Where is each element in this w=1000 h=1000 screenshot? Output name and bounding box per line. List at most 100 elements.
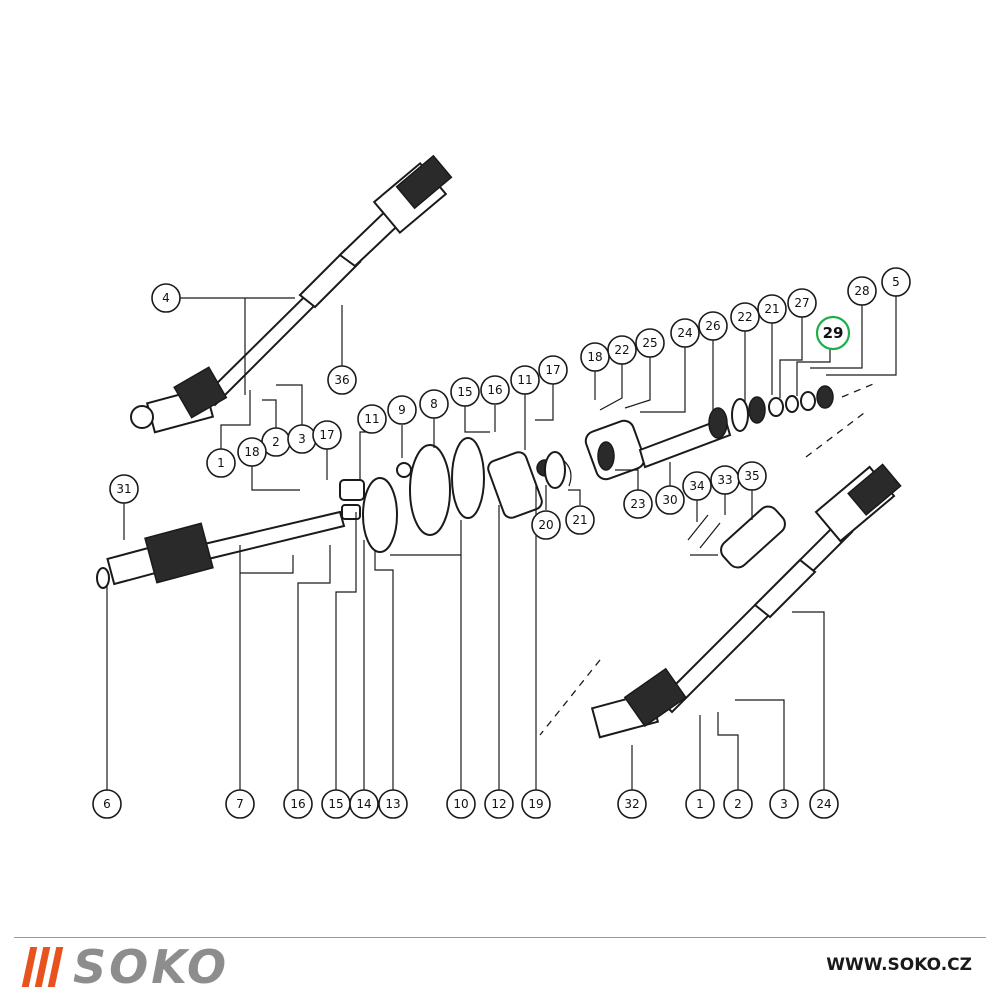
svg-text:35: 35 — [744, 469, 759, 483]
callout-29-highlighted[interactable]: 29 — [815, 315, 851, 351]
callout-19: 19 — [521, 789, 551, 819]
svg-text:17: 17 — [319, 428, 334, 442]
svg-text:1: 1 — [217, 456, 225, 470]
callout-13: 13 — [378, 789, 408, 819]
svg-text:22: 22 — [614, 343, 629, 357]
middle-drive-shaft — [96, 510, 346, 589]
callout-34: 34 — [682, 471, 712, 501]
svg-text:8: 8 — [430, 397, 438, 411]
svg-text:9: 9 — [398, 403, 406, 417]
svg-text:17: 17 — [545, 363, 560, 377]
svg-text:22: 22 — [737, 310, 752, 324]
svg-text:24: 24 — [816, 797, 831, 811]
svg-text:10: 10 — [453, 797, 468, 811]
svg-text:21: 21 — [572, 513, 587, 527]
svg-text:15: 15 — [457, 385, 472, 399]
callout-9: 9 — [387, 395, 417, 425]
lower-drive-shaft — [539, 463, 902, 739]
svg-text:1: 1 — [696, 797, 704, 811]
svg-text:24: 24 — [677, 326, 692, 340]
svg-text:2: 2 — [272, 435, 280, 449]
callout-18b: 18 — [580, 342, 610, 372]
callout-36: 36 — [327, 365, 357, 395]
callout-16: 16 — [480, 375, 510, 405]
svg-text:36: 36 — [334, 373, 349, 387]
coupling-assembly — [339, 437, 572, 553]
svg-text:15: 15 — [328, 797, 343, 811]
callout-28: 28 — [847, 276, 877, 306]
callout-11b: 11 — [510, 365, 540, 395]
callout-17: 17 — [312, 420, 342, 450]
leader-lines — [106, 296, 897, 790]
svg-text:19: 19 — [528, 797, 543, 811]
callout-27: 27 — [787, 288, 817, 318]
svg-text:16: 16 — [487, 383, 502, 397]
exploded-parts-diagram: 4 36 1 2 3 17 18 31 11 9 8 15 16 11 17 1… — [92, 154, 911, 819]
svg-text:13: 13 — [385, 797, 400, 811]
svg-text:3: 3 — [298, 432, 306, 446]
callout-11: 11 — [357, 404, 387, 434]
svg-text:5: 5 — [892, 275, 900, 289]
callout-1b: 1 — [685, 789, 715, 819]
svg-text:18: 18 — [587, 350, 602, 364]
callout-24: 24 — [670, 318, 700, 348]
gear-shaft-assembly — [584, 381, 879, 481]
svg-text:30: 30 — [662, 493, 677, 507]
svg-text:34: 34 — [689, 479, 704, 493]
callout-15b: 15 — [321, 789, 351, 819]
callout-8: 8 — [419, 389, 449, 419]
callout-16b: 16 — [283, 789, 313, 819]
svg-text:7: 7 — [236, 797, 244, 811]
svg-text:25: 25 — [642, 336, 657, 350]
callout-5: 5 — [881, 267, 911, 297]
brand-name: SOKO — [73, 940, 230, 994]
callout-15: 15 — [450, 377, 480, 407]
svg-text:21: 21 — [764, 302, 779, 316]
callout-33: 33 — [710, 465, 740, 495]
svg-text:29: 29 — [823, 324, 844, 342]
footer-divider — [14, 937, 986, 938]
svg-text:12: 12 — [491, 797, 506, 811]
callout-26: 26 — [698, 311, 728, 341]
callout-31: 31 — [109, 474, 139, 504]
soko-logo[interactable]: SOKO — [21, 940, 230, 994]
sleeve-and-pins — [687, 505, 786, 569]
callout-3: 3 — [287, 424, 317, 454]
callout-2b: 2 — [723, 789, 753, 819]
callout-3b: 3 — [769, 789, 799, 819]
callout-4: 4 — [151, 283, 181, 313]
svg-text:2: 2 — [734, 797, 742, 811]
svg-text:32: 32 — [624, 797, 639, 811]
website-link[interactable]: WWW.SOKO.CZ — [826, 955, 972, 975]
callout-22: 22 — [607, 335, 637, 365]
callout-17b: 17 — [538, 355, 568, 385]
svg-text:28: 28 — [854, 284, 869, 298]
callout-6: 6 — [92, 789, 122, 819]
svg-text:6: 6 — [103, 797, 111, 811]
callout-14: 14 — [349, 789, 379, 819]
callout-20: 20 — [531, 510, 561, 540]
svg-text:16: 16 — [290, 797, 305, 811]
svg-text:33: 33 — [717, 473, 732, 487]
svg-text:26: 26 — [705, 319, 720, 333]
svg-text:14: 14 — [356, 797, 371, 811]
callout-21: 21 — [757, 294, 787, 324]
callout-1: 1 — [206, 448, 236, 478]
svg-text:27: 27 — [794, 296, 809, 310]
svg-text:31: 31 — [116, 482, 131, 496]
callout-32: 32 — [617, 789, 647, 819]
svg-text:11: 11 — [517, 373, 532, 387]
callout-22b: 22 — [730, 302, 760, 332]
svg-text:18: 18 — [244, 445, 259, 459]
svg-text:3: 3 — [780, 797, 788, 811]
svg-text:4: 4 — [162, 291, 170, 305]
callout-7: 7 — [225, 789, 255, 819]
callout-18: 18 — [237, 437, 267, 467]
callout-10: 10 — [446, 789, 476, 819]
callout-25: 25 — [635, 328, 665, 358]
callout-21b: 21 — [565, 505, 595, 535]
upper-drive-shaft — [130, 154, 453, 434]
svg-text:11: 11 — [364, 412, 379, 426]
callout-35: 35 — [737, 461, 767, 491]
svg-text:23: 23 — [630, 497, 645, 511]
